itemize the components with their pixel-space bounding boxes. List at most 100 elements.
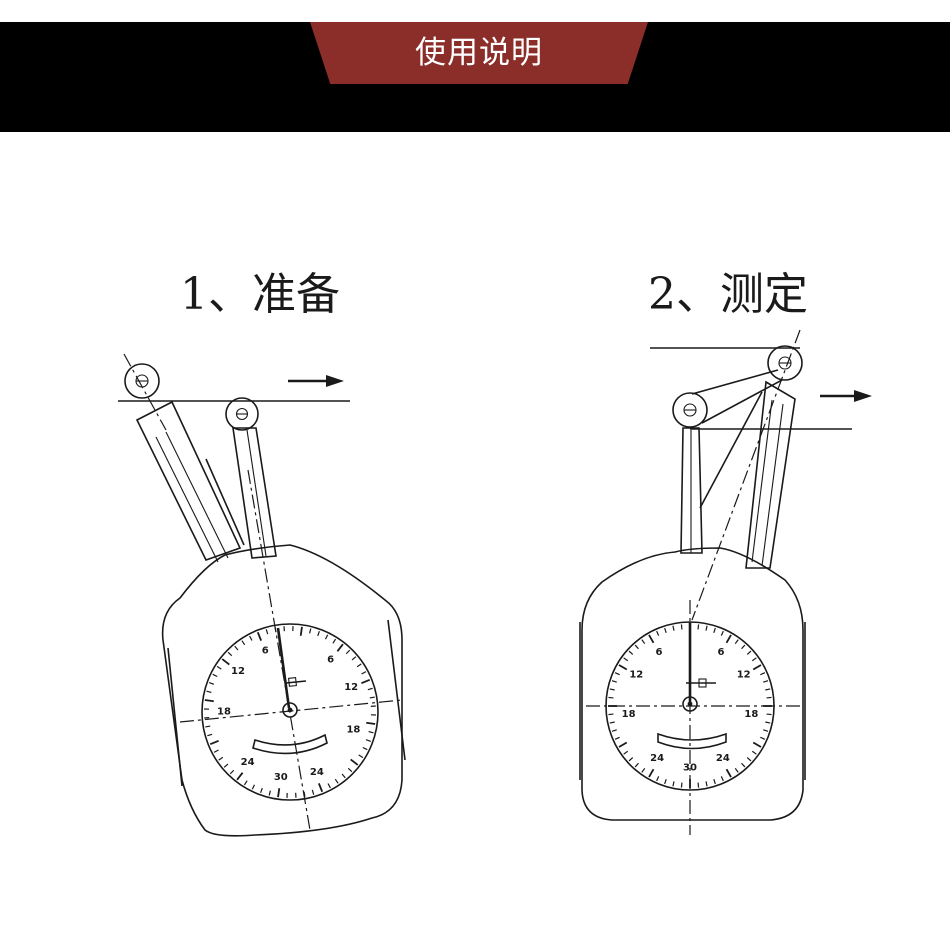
dial-tick (367, 687, 373, 691)
dial-number: 18 (744, 709, 758, 720)
dial-hub (682, 696, 698, 712)
dial-tick (763, 729, 769, 732)
dial-tick (361, 678, 371, 684)
dial-number: 12 (344, 682, 358, 693)
dial-tick (332, 638, 337, 644)
dial-number: 6 (262, 645, 269, 656)
dial-number: 6 (718, 647, 725, 658)
dial-tick (212, 673, 218, 678)
tension-arm (699, 380, 796, 569)
dial-tick (648, 768, 655, 778)
left-pulley (672, 392, 708, 428)
gauge-needle (276, 627, 291, 709)
dial-tick (734, 767, 739, 773)
dial-tick (656, 776, 660, 782)
dial-tick (345, 649, 351, 655)
dial-tick (303, 791, 306, 797)
dial-tick (256, 631, 262, 641)
dial-tick (760, 736, 766, 740)
dial-tick (318, 783, 324, 793)
dial-tick (251, 784, 256, 790)
dial-tick (206, 690, 212, 693)
dial-tick (618, 664, 628, 671)
dial-tick (205, 725, 211, 728)
dial-tick (766, 696, 772, 699)
dial-tick (227, 651, 233, 657)
tension-arm (135, 400, 242, 563)
dial-tick (680, 624, 683, 630)
dial-tick (720, 630, 724, 636)
dial-tick (241, 640, 246, 646)
dial-number: 18 (622, 709, 636, 720)
dial-tick (641, 639, 646, 645)
dial-tick (623, 657, 629, 662)
dial-tick (324, 634, 329, 640)
dial-tick (249, 635, 253, 641)
dial-tick (361, 671, 367, 675)
dial-tick (720, 776, 724, 782)
dial-tick (697, 782, 700, 788)
dial-tick (752, 741, 762, 748)
dial-tick (725, 634, 732, 644)
dial-tick (299, 626, 303, 636)
dial-tick (656, 630, 660, 636)
dial-number: 24 (241, 757, 255, 768)
dial-tick (341, 773, 346, 779)
dial-tick (350, 758, 359, 766)
direction-arrow (288, 375, 344, 387)
dial-tick (760, 672, 766, 676)
dial-number: 24 (716, 753, 730, 764)
dial-tick (234, 645, 239, 651)
dial-tick (358, 754, 364, 759)
left-pulley (123, 353, 167, 431)
dial-tick (609, 688, 615, 691)
dial-tick (216, 665, 222, 670)
dial-tick (218, 756, 224, 761)
dial-tick (713, 627, 716, 633)
dial-tick (260, 787, 263, 794)
dial-tick (672, 625, 675, 631)
right-pulley (225, 397, 259, 431)
dial-tick (221, 658, 230, 666)
dial-tick (763, 680, 769, 683)
vertical-centerline (247, 469, 311, 831)
dial-tick (369, 696, 375, 699)
dial-tick (311, 789, 315, 795)
dial-tick (623, 750, 629, 755)
dial-tick (697, 624, 700, 630)
dial-tick (236, 772, 244, 781)
reading-window (252, 733, 328, 755)
dial-tick (705, 625, 708, 631)
dial-tick (746, 650, 752, 655)
guide-post (205, 427, 277, 559)
dial-tick (680, 782, 683, 788)
dial-tick (362, 746, 368, 751)
dial-tick (741, 644, 746, 650)
dial-tick (351, 656, 357, 661)
dial-tick (368, 731, 374, 734)
dial-tick (356, 663, 362, 668)
dial-tick (609, 721, 615, 724)
dial-number: 30 (274, 772, 288, 783)
dial-tick (334, 778, 339, 784)
dial-tick (611, 680, 617, 683)
dial-number: 12 (737, 670, 751, 681)
title-tab (310, 22, 648, 84)
dial-tick (608, 696, 614, 699)
dial-tick (614, 672, 620, 676)
dial-tick (713, 779, 716, 785)
dial-number: 6 (327, 654, 334, 665)
dial-tick (634, 644, 639, 650)
dial-tick (664, 779, 667, 785)
dial-number: 6 (656, 647, 663, 658)
gauge-body (579, 547, 806, 821)
dial-tick (277, 788, 281, 798)
dial-tick (347, 767, 353, 773)
dial-tick (664, 627, 667, 633)
dial-number: 18 (217, 707, 231, 718)
dial-tick (746, 757, 752, 762)
